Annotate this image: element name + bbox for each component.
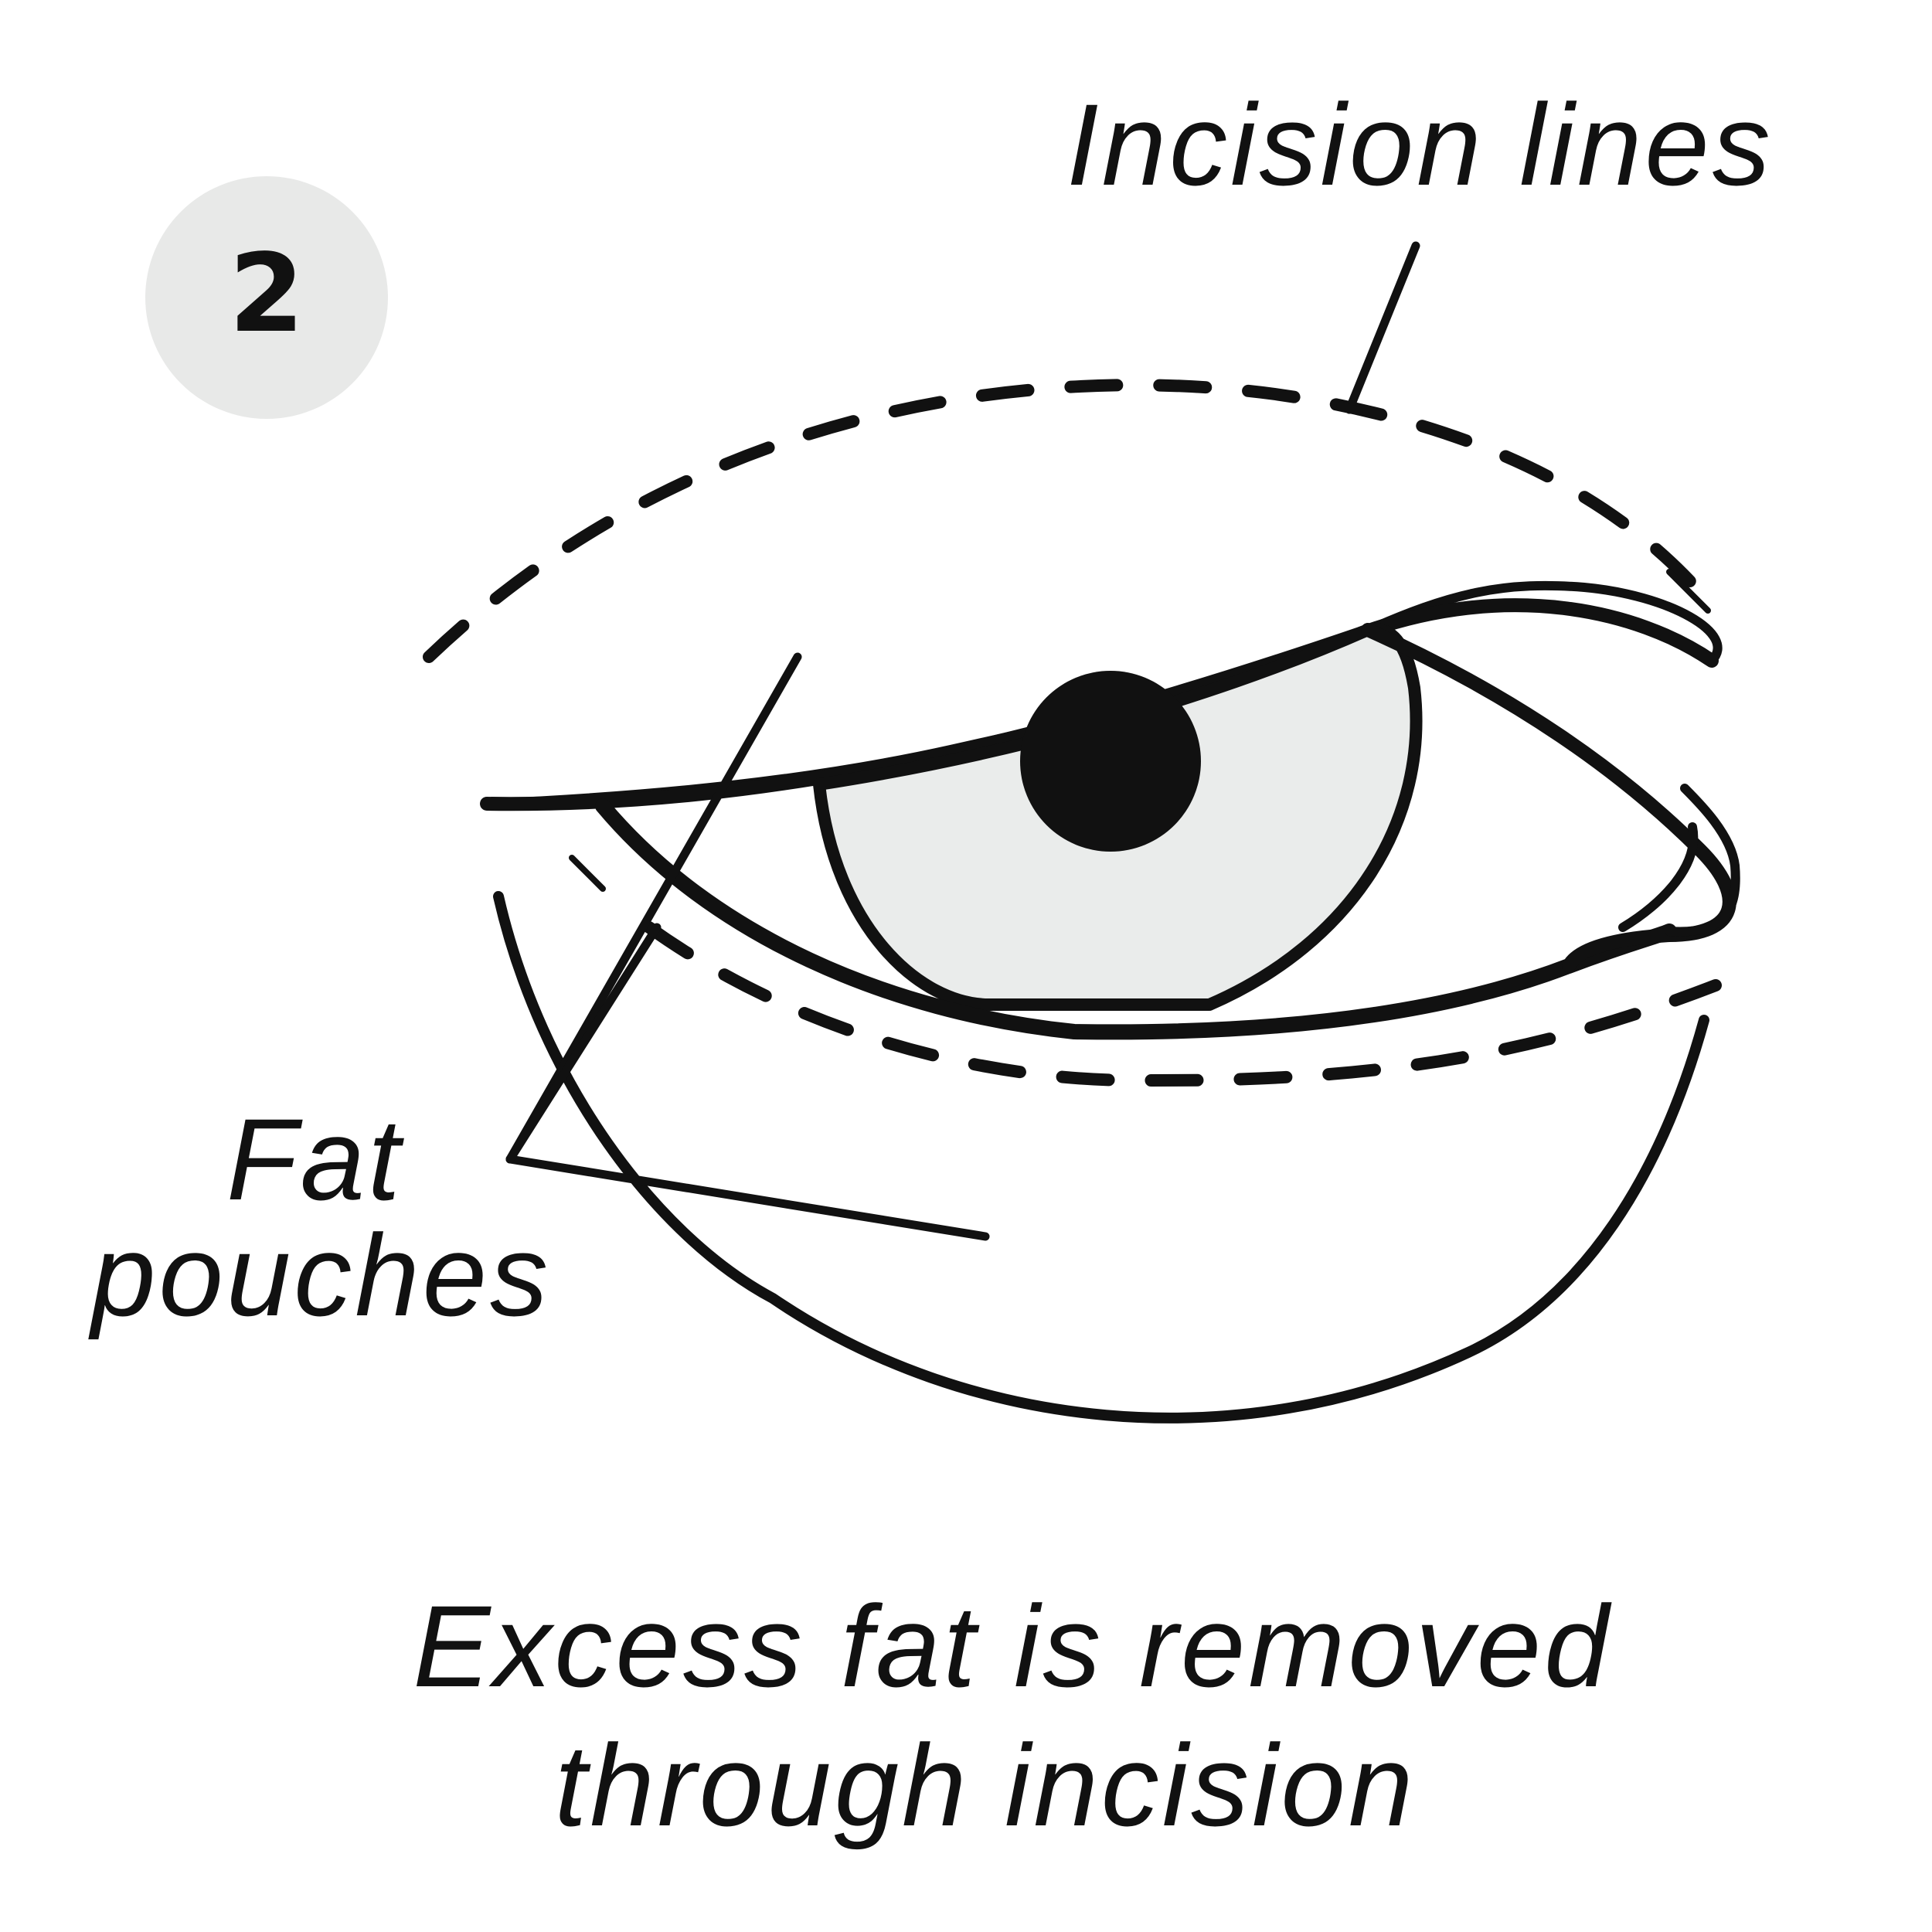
pupil [1020, 671, 1201, 852]
upper-incision-line [423, 379, 1722, 663]
lower-incision-line [643, 921, 1722, 1087]
step-number: 2 [229, 230, 304, 357]
caruncle [1618, 784, 1740, 937]
lash-accent-1 [569, 855, 606, 892]
incision-lines-label: Incision lines [1066, 80, 1774, 209]
lash-accent-2 [1666, 569, 1711, 614]
fat-label-line1: Fat [226, 1094, 403, 1224]
caption: Excess fat is removed through incision [0, 1577, 1932, 1855]
upper-eyelid-thick [480, 598, 1719, 811]
step-badge [145, 176, 388, 419]
inner-canthus [1361, 623, 1736, 973]
incision-pointer-line [1345, 241, 1420, 414]
eye-lower-lid [595, 798, 1677, 1040]
fat-pouches-label: Fat pouches [91, 1101, 551, 1333]
fat-pointer-line-1 [505, 652, 802, 1164]
caption-line2: through incision [554, 1720, 1417, 1850]
fat-pointer-line-2 [505, 1155, 990, 1241]
fat-pointer-line-3 [505, 923, 662, 1164]
incision-pointer-tick [1336, 401, 1363, 416]
cheek-contour [493, 891, 1709, 1423]
caption-line1: Excess fat is removed [413, 1581, 1612, 1711]
fat-label-line2: pouches [91, 1210, 552, 1340]
